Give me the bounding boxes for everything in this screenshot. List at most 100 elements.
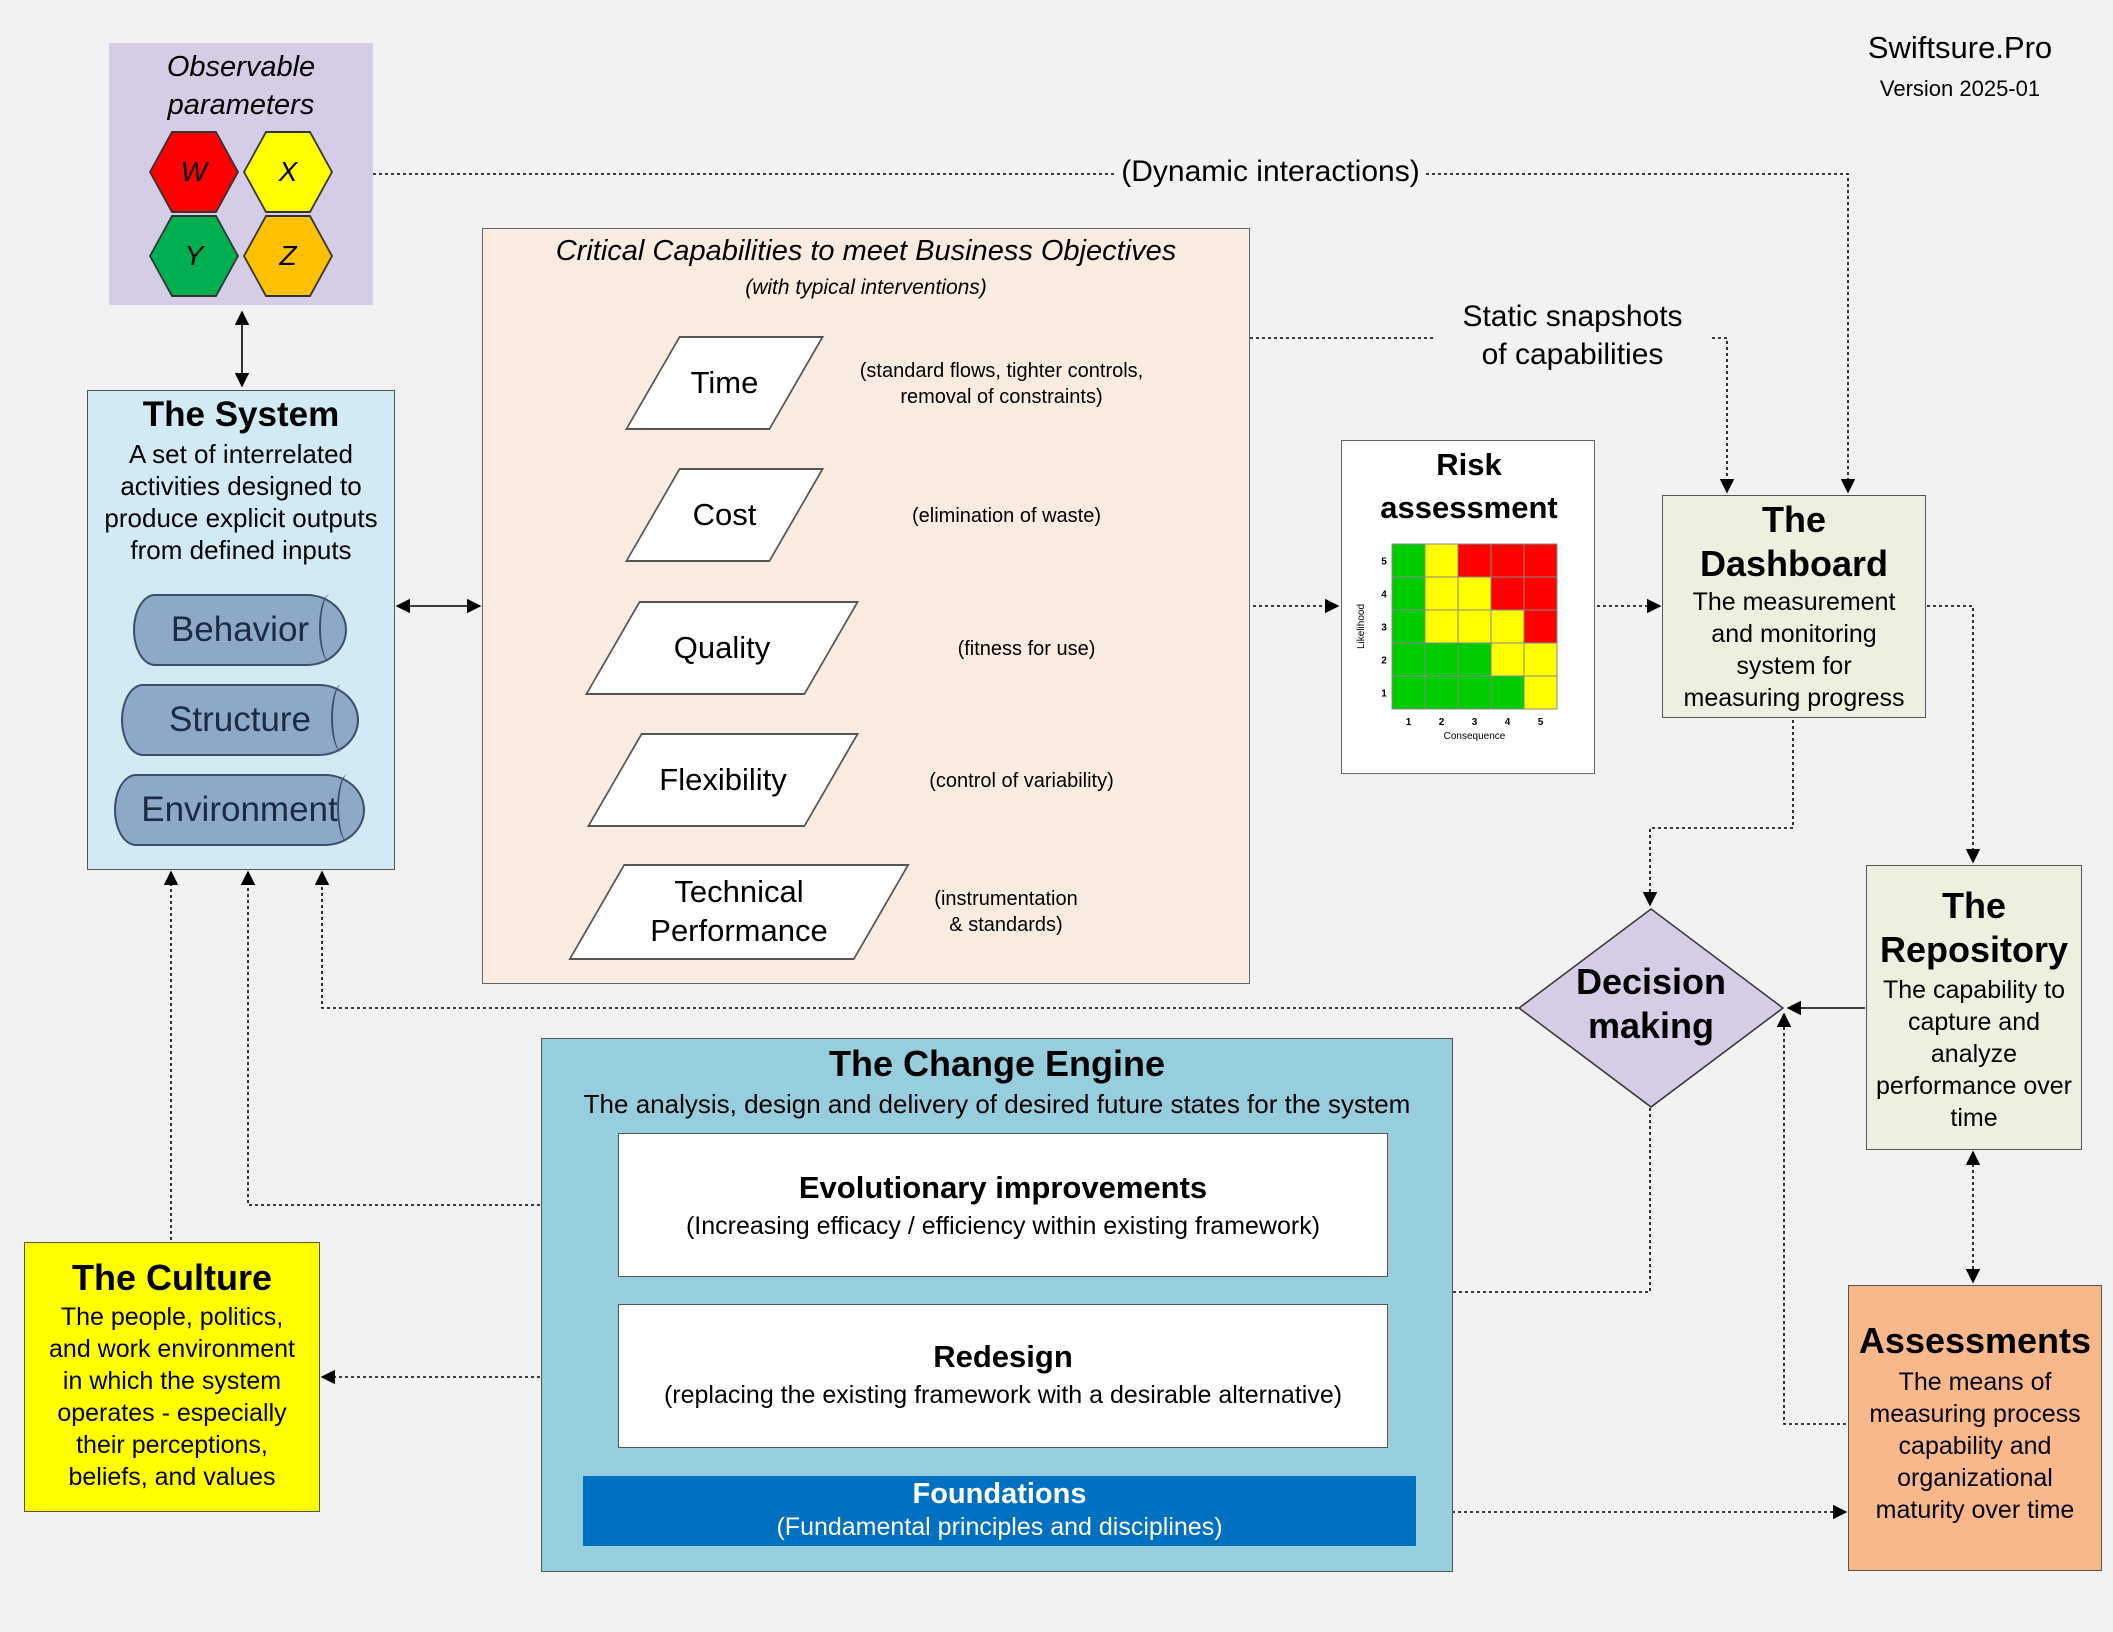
evolutionary-title: Evolutionary improvements	[798, 1170, 1208, 1205]
foundations-title: Foundations	[912, 1478, 1087, 1510]
dashboard-repository-arrow	[1927, 605, 1981, 864]
risk-cell	[1391, 642, 1426, 677]
dynamic-interactions-arrow	[1426, 173, 1856, 494]
risk-y-tick: 1	[1381, 689, 1387, 700]
decision-diamond: Decision making	[1518, 908, 1784, 1108]
risk-cell	[1391, 675, 1426, 710]
change-engine-title: The Change Engine	[828, 1043, 1166, 1084]
risk-cell	[1490, 609, 1525, 644]
capability-quality: Quality	[612, 601, 832, 695]
capability-flexibility: Flexibility	[614, 733, 832, 827]
capabilities-box: Critical Capabilities to meet Business O…	[482, 228, 1250, 984]
risk-cell	[1424, 543, 1459, 578]
system-title: The System	[142, 395, 340, 434]
risk-cell	[1457, 642, 1492, 677]
system-box: The System A set of interrelated activit…	[87, 390, 395, 870]
risk-y-tick: 5	[1381, 557, 1387, 568]
redesign-box: Redesign (replacing the existing framewo…	[618, 1304, 1388, 1448]
risk-cell	[1457, 675, 1492, 710]
capability-technical-performance: Technical Performance	[596, 864, 882, 960]
observable-parameters-box: Observable parameters W X Y Z	[109, 43, 373, 305]
assessments-box: Assessments The means of measuring proce…	[1848, 1285, 2102, 1571]
note-time: (standard flows, tighter controls, remov…	[845, 358, 1158, 410]
capability-time: Time	[652, 336, 797, 430]
repository-title: The Repository	[1879, 885, 2069, 970]
risk-x-tick: 2	[1439, 717, 1445, 728]
note-cost: (elimination of waste)	[905, 503, 1108, 529]
risk-x-tick: 1	[1406, 717, 1412, 728]
risk-title: Risk assessment	[1380, 447, 1558, 526]
capabilities-subtitle: (with typical interventions)	[745, 276, 987, 299]
risk-y-tick: 2	[1381, 656, 1387, 667]
environment-cylinder: Environment	[114, 774, 365, 846]
evolutionary-box: Evolutionary improvements (Increasing ef…	[618, 1133, 1388, 1277]
risk-y-tick: 4	[1381, 590, 1387, 601]
risk-cell	[1391, 543, 1426, 578]
risk-x-label: Consequence	[1444, 731, 1506, 742]
risk-cell	[1424, 576, 1459, 611]
risk-x-tick: 5	[1538, 717, 1544, 728]
brand-name: Swiftsure.Pro	[1867, 30, 2053, 65]
risk-cell	[1490, 576, 1525, 611]
risk-cell	[1523, 609, 1558, 644]
assessments-desc: The means of measuring process capabilit…	[1869, 1368, 2081, 1524]
foundations-desc: (Fundamental principles and disciplines)	[776, 1513, 1223, 1541]
dashboard-box: The Dashboard The measurement and monito…	[1662, 495, 1926, 718]
dashboard-desc: The measurement and monitoring system fo…	[1683, 587, 1905, 712]
param-w-hex: W	[151, 133, 237, 211]
decision-change-arrow	[1426, 1108, 1651, 1300]
decision-system-arrow	[314, 870, 1518, 1009]
dashboard-decision-arrow	[1642, 720, 1794, 907]
risk-x-tick: 4	[1505, 717, 1511, 728]
risk-cell	[1523, 642, 1558, 677]
repository-box: The Repository The capability to capture…	[1866, 865, 2082, 1150]
note-quality: (fitness for use)	[950, 636, 1103, 662]
param-x-hex: X	[245, 133, 331, 211]
risk-cell	[1391, 609, 1426, 644]
risk-cell	[1490, 642, 1525, 677]
param-z-hex: Z	[245, 217, 331, 295]
risk-y-tick: 3	[1381, 623, 1387, 634]
dashboard-title: The Dashboard	[1699, 499, 1889, 584]
brand-block: Swiftsure.Pro Version 2025-01	[1850, 30, 2070, 102]
system-desc: A set of interrelated activities designe…	[104, 439, 378, 565]
culture-box: The Culture The people, politics, and wo…	[24, 1242, 320, 1512]
assessments-title: Assessments	[1858, 1320, 2092, 1361]
behavior-cylinder: Behavior	[133, 594, 347, 666]
risk-cell	[1457, 543, 1492, 578]
risk-cell	[1490, 675, 1525, 710]
decision-title: Decision making	[1575, 961, 1727, 1046]
param-y-hex: Y	[151, 217, 237, 295]
risk-cell	[1424, 642, 1459, 677]
brand-version: Version 2025-01	[1879, 76, 2041, 101]
risk-cell	[1523, 675, 1558, 710]
foundations-box: Foundations (Fundamental principles and …	[583, 1476, 1416, 1546]
risk-x-tick: 3	[1472, 717, 1478, 728]
structure-cylinder: Structure	[121, 684, 359, 756]
culture-desc: The people, politics, and work environme…	[49, 1303, 295, 1491]
change-engine-desc: The analysis, design and delivery of des…	[583, 1089, 1411, 1119]
note-flexibility: (control of variability)	[920, 768, 1123, 794]
culture-title: The Culture	[71, 1257, 272, 1298]
note-technical-performance: (instrumentation & standards)	[930, 886, 1082, 938]
risk-cell	[1490, 543, 1525, 578]
redesign-desc: (replacing the existing framework with a…	[663, 1381, 1343, 1409]
assessments-decision-arrow	[1776, 1012, 1846, 1425]
observable-title: Observable parameters	[166, 51, 316, 122]
redesign-title: Redesign	[933, 1339, 1073, 1374]
repository-desc: The capability to capture and analyze pe…	[1876, 975, 2072, 1132]
capabilities-title: Critical Capabilities to meet Business O…	[555, 235, 1177, 267]
risk-cell	[1523, 576, 1558, 611]
risk-cell	[1424, 609, 1459, 644]
capability-cost: Cost	[652, 468, 797, 562]
risk-y-label: Likelihood	[1356, 604, 1367, 649]
risk-cell	[1457, 576, 1492, 611]
risk-cell	[1424, 675, 1459, 710]
dynamic-interactions-label: (Dynamic interactions)	[1115, 155, 1426, 189]
risk-cell	[1523, 543, 1558, 578]
static-snapshots-label: Static snapshots of capabilities	[1435, 298, 1710, 373]
risk-cell	[1457, 609, 1492, 644]
evolutionary-desc: (Increasing efficacy / efficiency within…	[685, 1212, 1321, 1240]
